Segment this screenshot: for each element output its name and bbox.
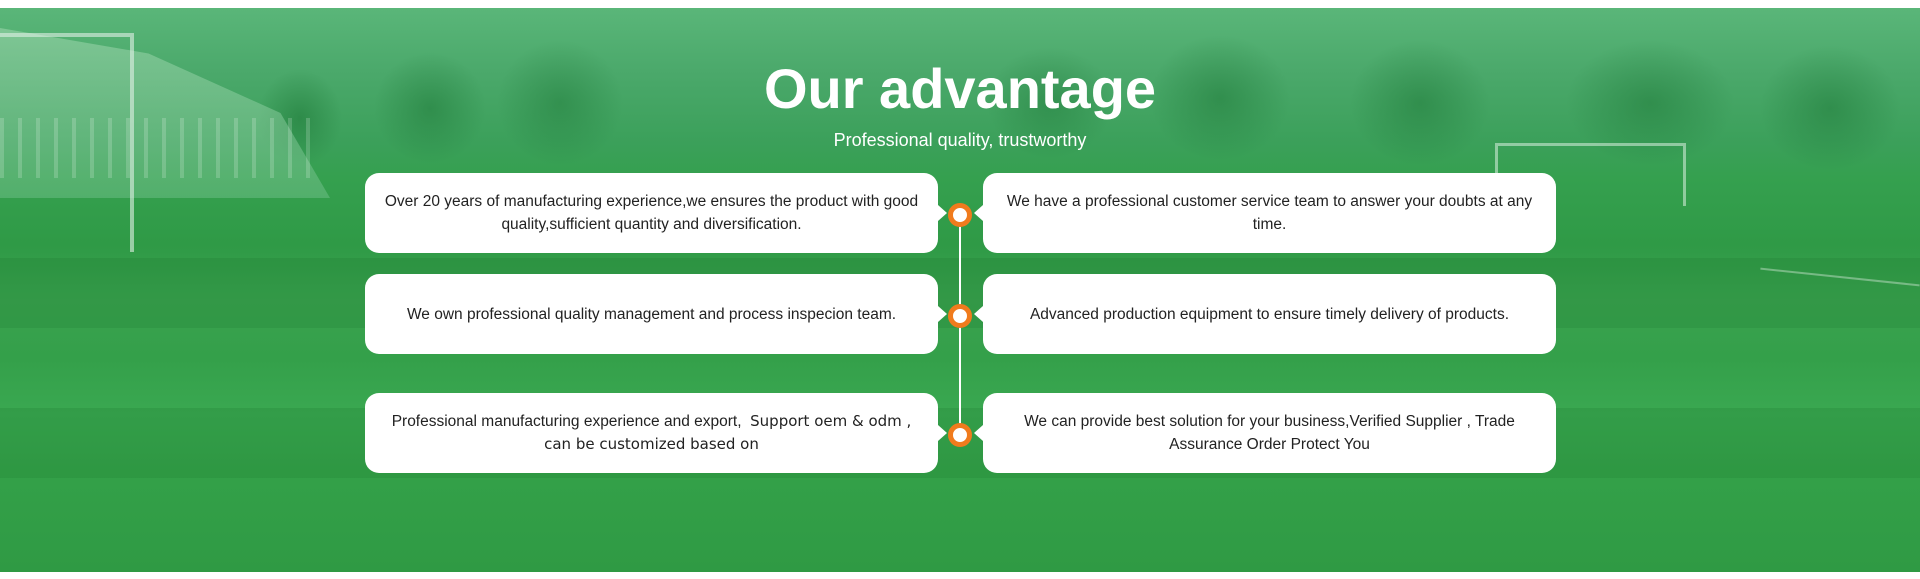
advantage-text: Over 20 years of manufacturing experienc…	[384, 193, 919, 233]
advantage-text: We have a professional customer service …	[1006, 193, 1533, 233]
timeline-dot	[948, 203, 972, 227]
card-pointer	[974, 205, 983, 221]
advantage-text: Professional manufacturing experience an…	[392, 410, 912, 456]
background-goal-post	[0, 33, 134, 252]
advantage-card-quality: We own professional quality management a…	[365, 274, 938, 354]
advantage-text: We own professional quality management a…	[406, 305, 897, 323]
card-pointer	[938, 306, 947, 322]
advantage-text-highlight: Support oem & odm ,	[750, 412, 912, 430]
card-pointer	[938, 425, 947, 441]
advantage-text-part: Professional manufacturing experience an…	[391, 413, 742, 430]
section-title: Our advantage	[763, 57, 1157, 120]
advantage-card-oem: Professional manufacturing experience an…	[365, 393, 938, 473]
advantage-card-service: We have a professional customer service …	[983, 173, 1556, 253]
advantage-card-equipment: Advanced production equipment to ensure …	[983, 274, 1556, 354]
timeline-dot	[948, 304, 972, 328]
advantage-text: Advanced production equipment to ensure …	[1029, 305, 1510, 323]
card-pointer	[938, 205, 947, 221]
background-grandstand-rows	[0, 118, 320, 178]
card-pointer	[974, 425, 983, 441]
advantage-card-experience: Over 20 years of manufacturing experienc…	[365, 173, 938, 253]
advantage-text: We can provide best solution for your bu…	[1024, 413, 1515, 453]
timeline-dot	[948, 423, 972, 447]
section-subtitle: Professional quality, trustworthy	[833, 130, 1087, 150]
advantage-card-solution: We can provide best solution for your bu…	[983, 393, 1556, 473]
card-pointer	[974, 306, 983, 322]
background-trees	[0, 8, 1920, 198]
timeline-line	[959, 222, 961, 446]
advantage-text-part: can be customized based on	[544, 435, 759, 453]
advantage-banner: Our advantage Professional quality, trus…	[0, 8, 1920, 572]
